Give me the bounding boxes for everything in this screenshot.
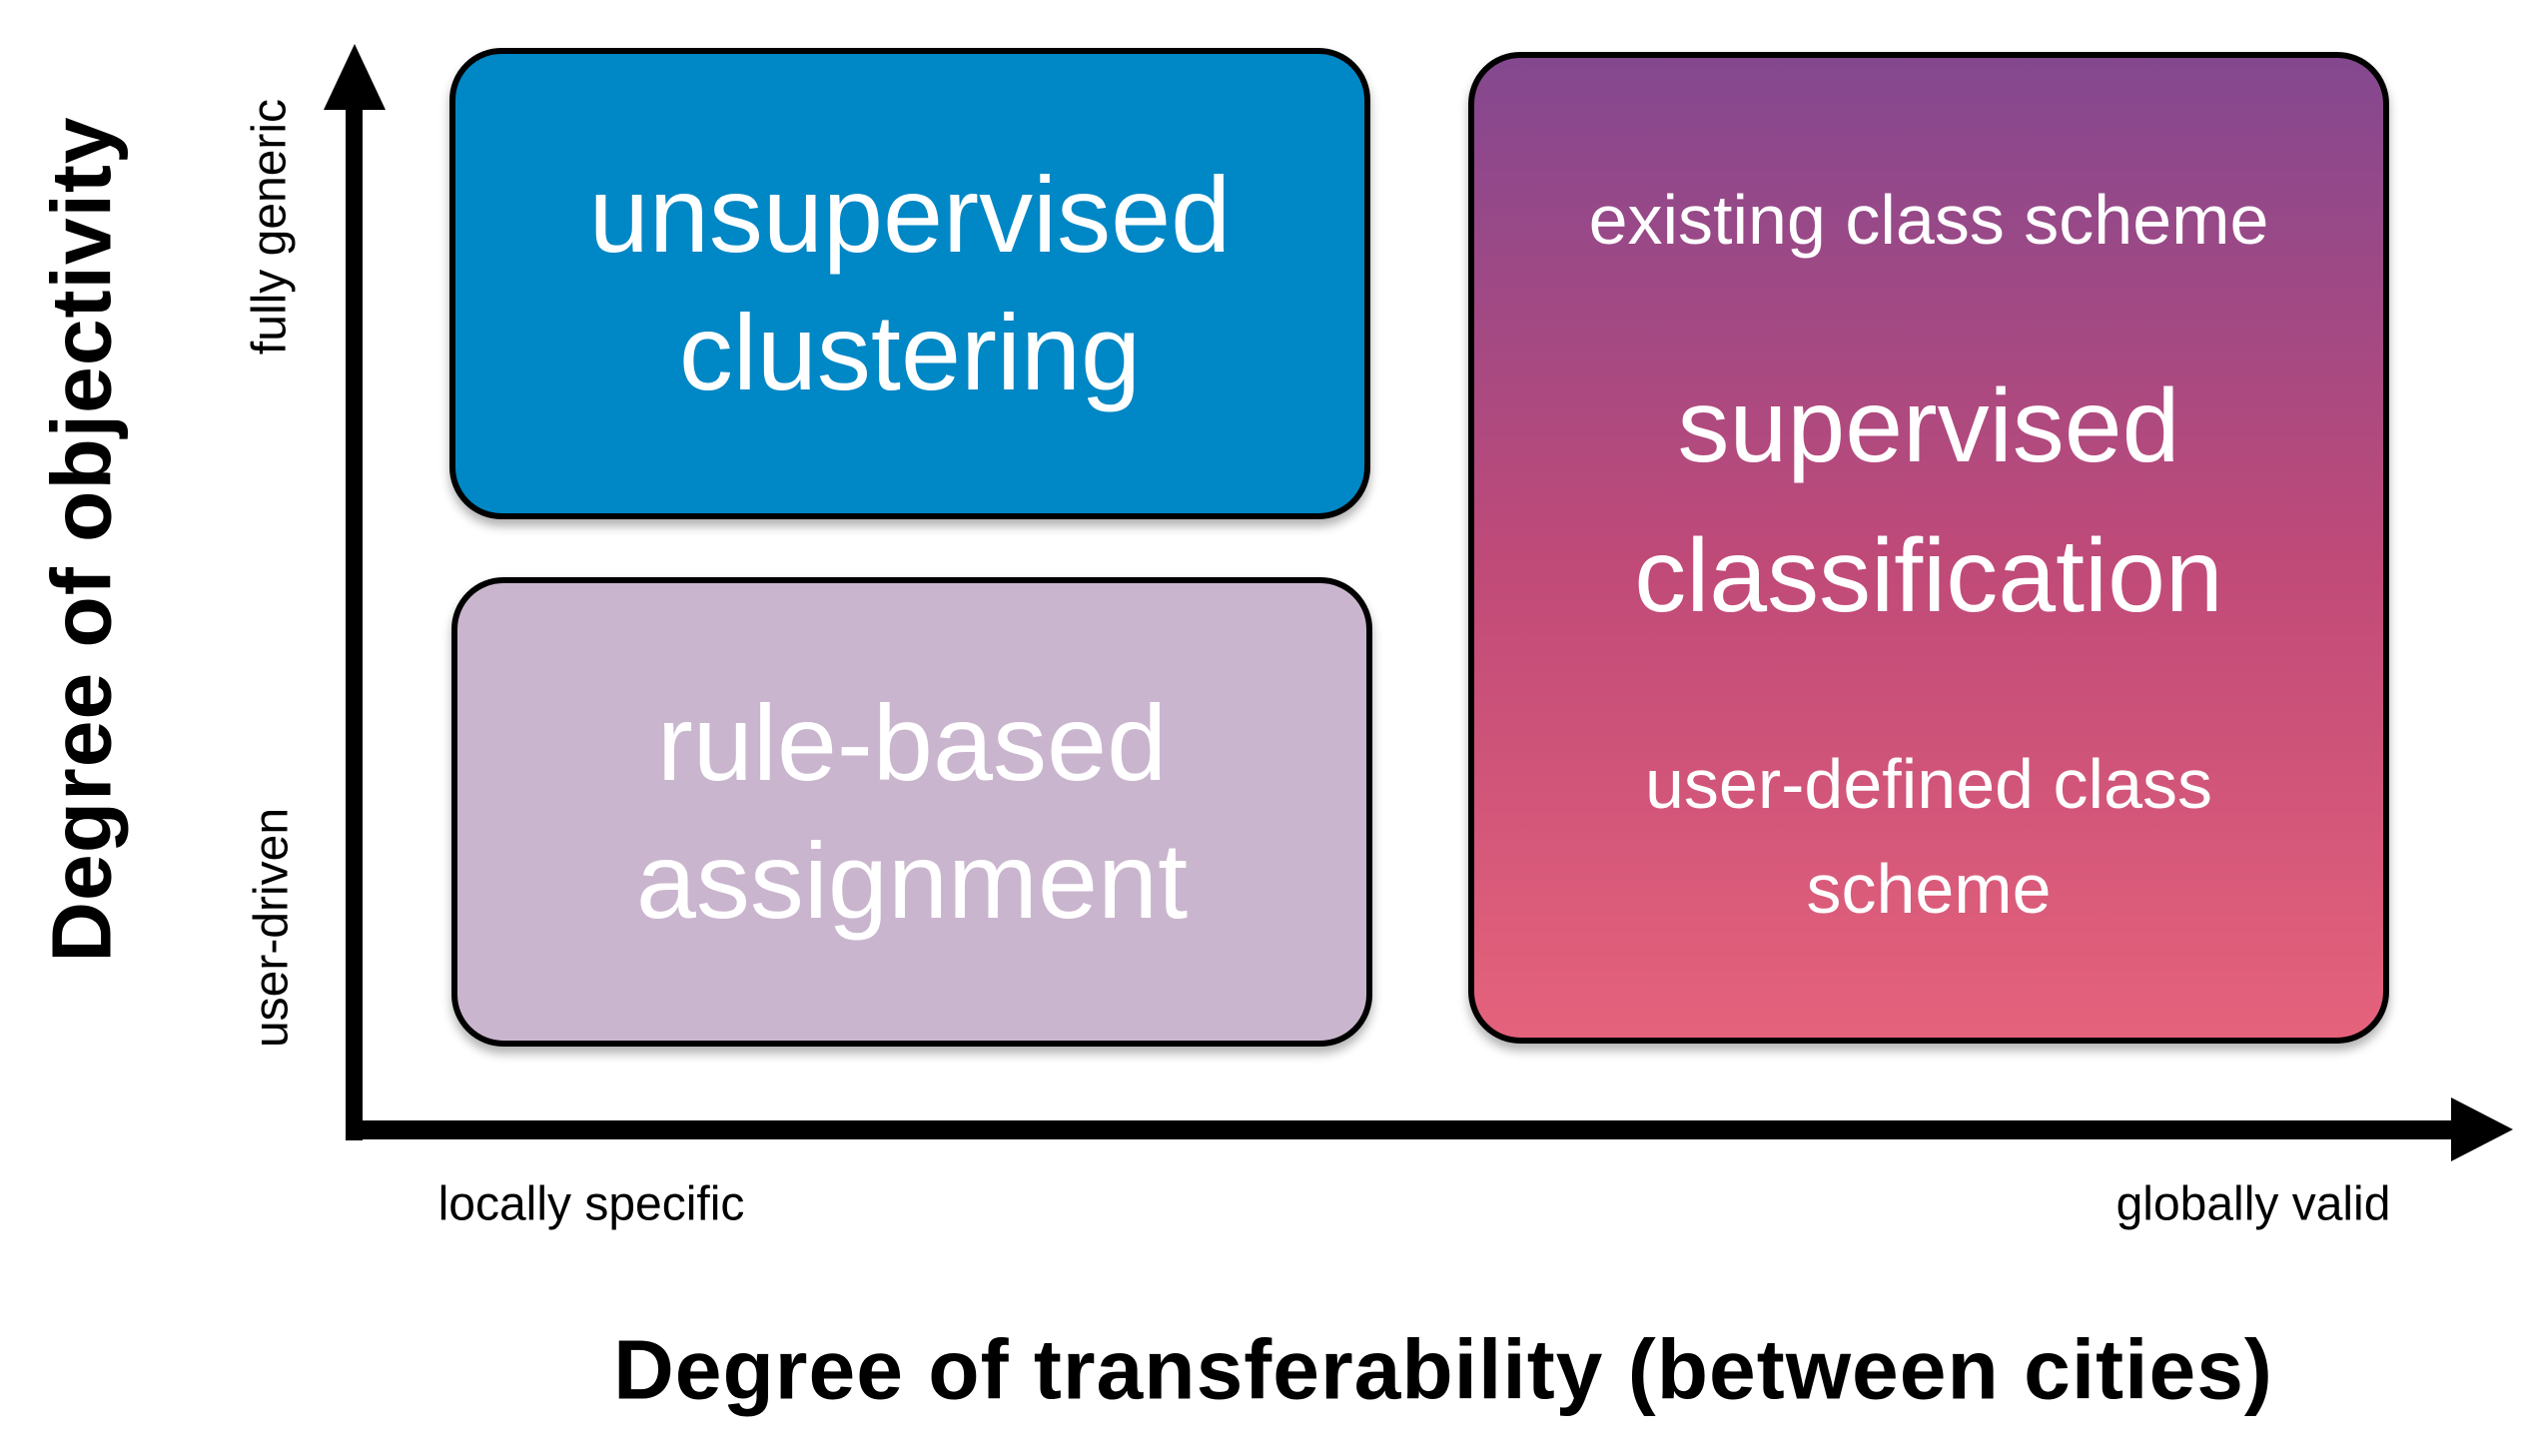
y-axis-line: [346, 98, 363, 1140]
rule-based-assignment-box: rule-based assignment: [451, 577, 1372, 1047]
unsupervised-clustering-line1: unsupervised: [588, 153, 1232, 275]
x-tick-globally-valid: globally valid: [2115, 1177, 2391, 1231]
rule-based-assignment-label: rule-based assignment: [636, 674, 1188, 950]
supervised-classification-line1: supervised: [1677, 368, 2180, 484]
user-defined-class-line2: scheme: [1806, 850, 2052, 928]
x-axis-title: Degree of transferability (between citie…: [613, 1322, 2273, 1417]
y-tick-fully-generic: fully generic: [243, 98, 297, 356]
rule-based-assignment-line1: rule-based: [656, 681, 1168, 803]
user-defined-class-line1: user-defined class: [1644, 745, 2213, 823]
unsupervised-clustering-line2: clustering: [678, 292, 1142, 412]
supervised-classification-label: supervised classification: [1474, 353, 2383, 652]
x-tick-locally-specific: locally specific: [437, 1177, 745, 1231]
y-tick-user-driven: user-driven: [245, 807, 299, 1049]
unsupervised-clustering-box: unsupervised clustering: [449, 48, 1370, 519]
x-axis-line: [346, 1120, 2453, 1139]
supervised-classification-box: existing class scheme supervised classif…: [1468, 52, 2389, 1044]
y-axis-title: Degree of objectivity: [34, 116, 129, 963]
x-axis-arrowhead-icon: [2451, 1097, 2513, 1161]
y-axis-arrowhead-icon: [324, 44, 386, 110]
rule-based-assignment-line2: assignment: [635, 820, 1189, 941]
supervised-classification-line2: classification: [1634, 517, 2223, 634]
unsupervised-clustering-label: unsupervised clustering: [589, 146, 1231, 421]
user-defined-class-scheme-label: user-defined class scheme: [1474, 732, 2383, 942]
existing-class-scheme-label: existing class scheme: [1588, 181, 2269, 259]
